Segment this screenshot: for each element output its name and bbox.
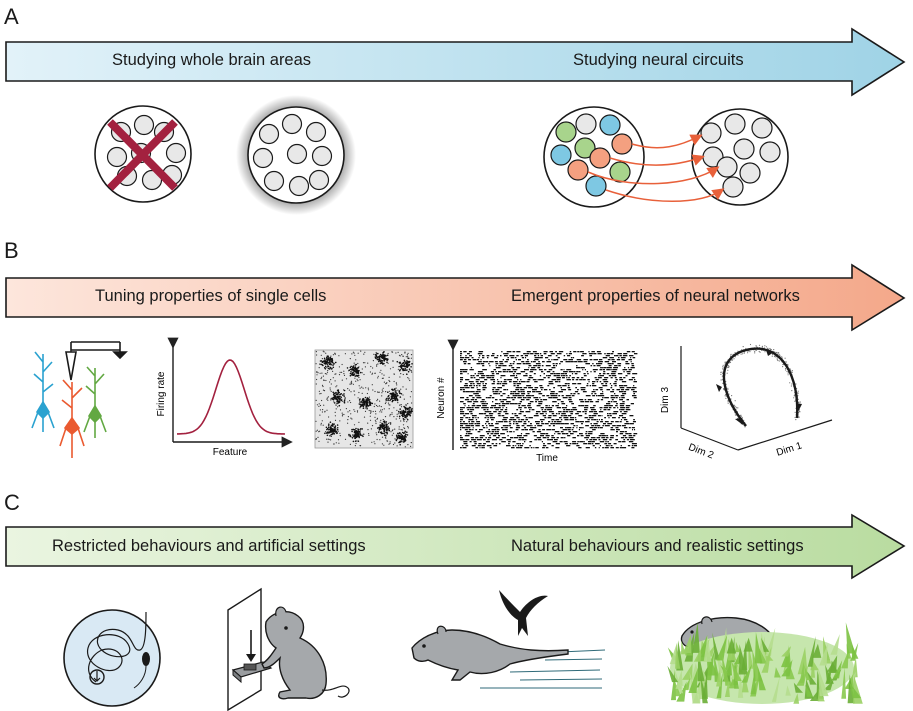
dim3-label: Dim 3 — [660, 387, 671, 414]
natural-setting — [667, 616, 863, 704]
panel-c-right-label: Natural behaviours and realistic setting… — [511, 537, 804, 555]
manifold-plot: Dim 3 Dim 2 Dim 1 — [660, 343, 833, 462]
raster-ylabel: Neuron # — [436, 377, 447, 419]
neurons-electrode — [31, 341, 128, 458]
spike-dots — [315, 350, 413, 448]
panel-b-right-label: Emergent properties of neural networks — [511, 287, 800, 305]
panel-a-letter: A — [4, 4, 19, 29]
arena-icon — [63, 609, 161, 707]
neural-circuit — [543, 106, 789, 208]
mouse-running — [411, 629, 569, 681]
grid-cell-map — [314, 349, 414, 449]
arrow-a — [5, 27, 906, 97]
spike-raster — [460, 351, 638, 449]
bird-icon — [499, 590, 548, 636]
panel-a-left-label: Studying whole brain areas — [112, 51, 312, 69]
arrow-c — [5, 513, 906, 580]
pyramidal-cell-orange — [59, 379, 85, 458]
lever-press-setup — [227, 587, 350, 711]
tuning-curve — [177, 359, 286, 435]
panel-c-letter: C — [4, 490, 20, 515]
panel-a-right-label: Studying neural circuits — [573, 51, 744, 69]
cross-icon — [107, 119, 178, 191]
panel-b-letter: B — [4, 238, 19, 263]
electrode-icon — [65, 341, 128, 381]
tuning-curve-plot: Firing rate Feature — [156, 337, 293, 458]
panel-c-left-label: Restricted behaviours and artificial set… — [52, 537, 366, 555]
pyramidal-cell-blue — [31, 351, 55, 432]
trajectory — [722, 347, 799, 427]
brain-area-stimulated — [236, 95, 356, 215]
dim2-label: Dim 2 — [687, 442, 716, 462]
raster-plot: Neuron # Time — [436, 339, 638, 464]
tuning-ylabel: Firing rate — [156, 371, 167, 416]
mouse-standing — [261, 611, 327, 700]
arrow-b — [5, 263, 906, 332]
dim1-label: Dim 1 — [775, 440, 804, 458]
escape-behaviour — [411, 590, 606, 689]
raster-xlabel: Time — [536, 453, 558, 464]
tuning-xlabel: Feature — [213, 447, 248, 458]
pyramidal-cell-green — [83, 366, 107, 438]
grass — [667, 622, 863, 704]
panel-b-left-label: Tuning properties of single cells — [95, 287, 327, 305]
brain-area-lesion — [94, 105, 192, 203]
